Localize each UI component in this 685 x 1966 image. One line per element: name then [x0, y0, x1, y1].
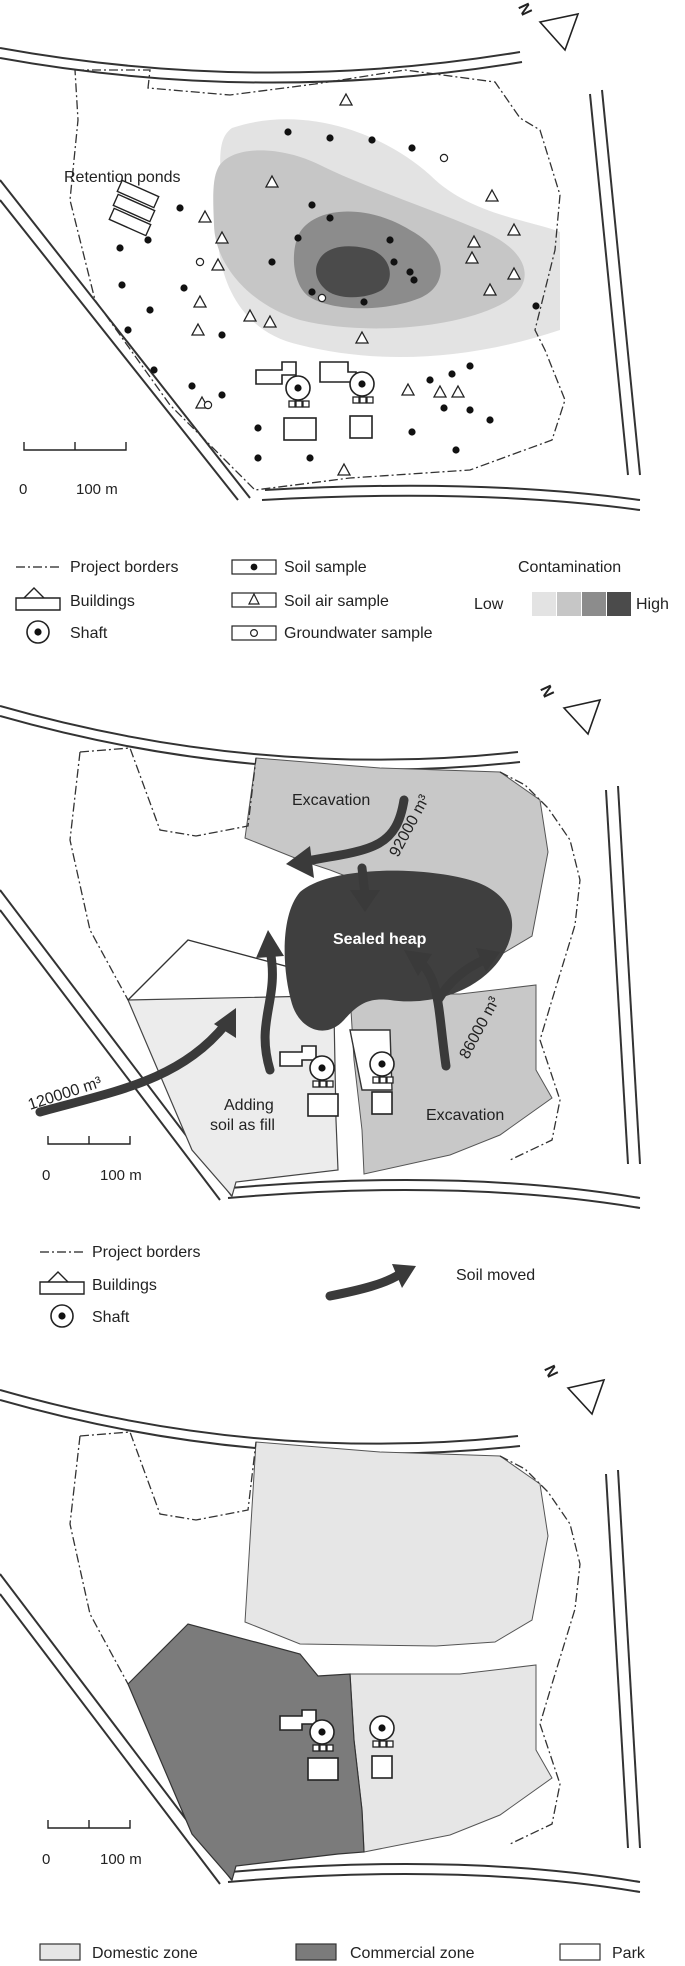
sealed-heap [284, 870, 513, 1031]
building-icon [15, 587, 61, 611]
north-arrow-icon: N [540, 1363, 606, 1416]
soil-moved-arrow-icon [325, 1264, 416, 1301]
north-label: N [536, 683, 556, 701]
legend-domestic: Domestic zone [92, 1945, 198, 1962]
legend-shaft: Shaft [70, 625, 108, 642]
legend-map1: Project borders Buildings Shaft Soil sam… [15, 559, 669, 644]
shaft-icon [285, 375, 311, 408]
retention-ponds [108, 179, 160, 237]
legend-buildings: Buildings [92, 1277, 157, 1294]
shaft-icon [309, 1719, 335, 1752]
legend-high: High [636, 596, 669, 613]
commercial-swatch [295, 1943, 337, 1961]
soil-samples [116, 128, 540, 462]
contamination-swatch-2 [557, 592, 581, 616]
excavation-south-label: Excavation [426, 1107, 504, 1124]
legend-map2: Project borders Buildings Shaft Soil mov… [39, 1244, 535, 1328]
shaft-icon [309, 1055, 335, 1088]
retention-ponds-label: Retention ponds [64, 169, 181, 186]
map-contamination: N Retention ponds [0, 1, 669, 644]
legend-soil-air-sample: Soil air sample [284, 593, 389, 610]
adding-fill-label-1: Adding [224, 1097, 274, 1114]
groundwater-sample-icon [250, 628, 259, 637]
groundwater-samples [195, 153, 449, 410]
map-soil-movement: N Sealed heap [0, 683, 641, 1328]
soil-sample-icon [250, 563, 258, 571]
park-swatch [559, 1943, 601, 1961]
buildings [255, 361, 373, 441]
contamination-high [316, 246, 390, 298]
legend-project-borders: Project borders [92, 1244, 201, 1261]
roads [0, 47, 641, 511]
soil-air-sample-icon [248, 592, 260, 605]
north-arrow-icon: N [536, 683, 602, 736]
shaft-icon [50, 1304, 74, 1328]
legend-contamination-title: Contamination [518, 559, 621, 576]
north-label: N [514, 1, 534, 19]
adding-fill-label-2: soil as fill [210, 1117, 275, 1134]
legend-park: Park [612, 1945, 646, 1962]
legend-soil-sample: Soil sample [284, 559, 367, 576]
contamination-swatch-4 [607, 592, 631, 616]
sealed-heap-label: Sealed heap [333, 931, 427, 948]
scale-bar: 0 100 m [42, 1136, 142, 1184]
scale-bar: 0 100 m [42, 1820, 142, 1868]
legend-commercial: Commercial zone [350, 1945, 475, 1962]
legend-low: Low [474, 596, 504, 613]
soil-moved-arrows [35, 795, 500, 1117]
map-land-use: N 0 100 m [0, 1363, 646, 1962]
scale-zero: 0 [42, 1167, 50, 1184]
project-border [69, 1431, 581, 1845]
legend-map3: Domestic zone Commercial zone Park [39, 1943, 646, 1962]
domestic-swatch [39, 1943, 81, 1961]
shaft-icon [369, 1715, 395, 1748]
contamination-swatch-3 [582, 592, 606, 616]
commercial-zone [127, 1623, 365, 1882]
building-icon [39, 1271, 85, 1295]
north-arrow-icon: N [514, 1, 580, 52]
shaft-icon [26, 620, 50, 644]
excavation-north-label: Excavation [292, 792, 370, 809]
scale-bar: 0 100 m [19, 442, 127, 498]
shaft-icon [369, 1051, 395, 1084]
contamination-zones [213, 119, 560, 358]
roads [0, 705, 641, 1209]
domestic-zone-north [244, 1441, 549, 1647]
project-border [69, 69, 566, 491]
legend-buildings: Buildings [70, 593, 135, 610]
shaft-icon [349, 371, 375, 404]
scale-zero: 0 [42, 1851, 50, 1868]
legend-groundwater-sample: Groundwater sample [284, 625, 433, 642]
legend-project-borders: Project borders [70, 559, 179, 576]
scale-distance: 100 m [100, 1851, 142, 1868]
excavation-south-area [349, 984, 553, 1175]
contamination-swatch-1 [532, 592, 556, 616]
legend-shaft: Shaft [92, 1309, 130, 1326]
scale-distance: 100 m [76, 481, 118, 498]
scale-distance: 100 m [100, 1167, 142, 1184]
scale-zero: 0 [19, 481, 27, 498]
north-label: N [540, 1363, 560, 1381]
project-border [69, 747, 581, 1161]
legend-soil-moved: Soil moved [456, 1267, 535, 1284]
